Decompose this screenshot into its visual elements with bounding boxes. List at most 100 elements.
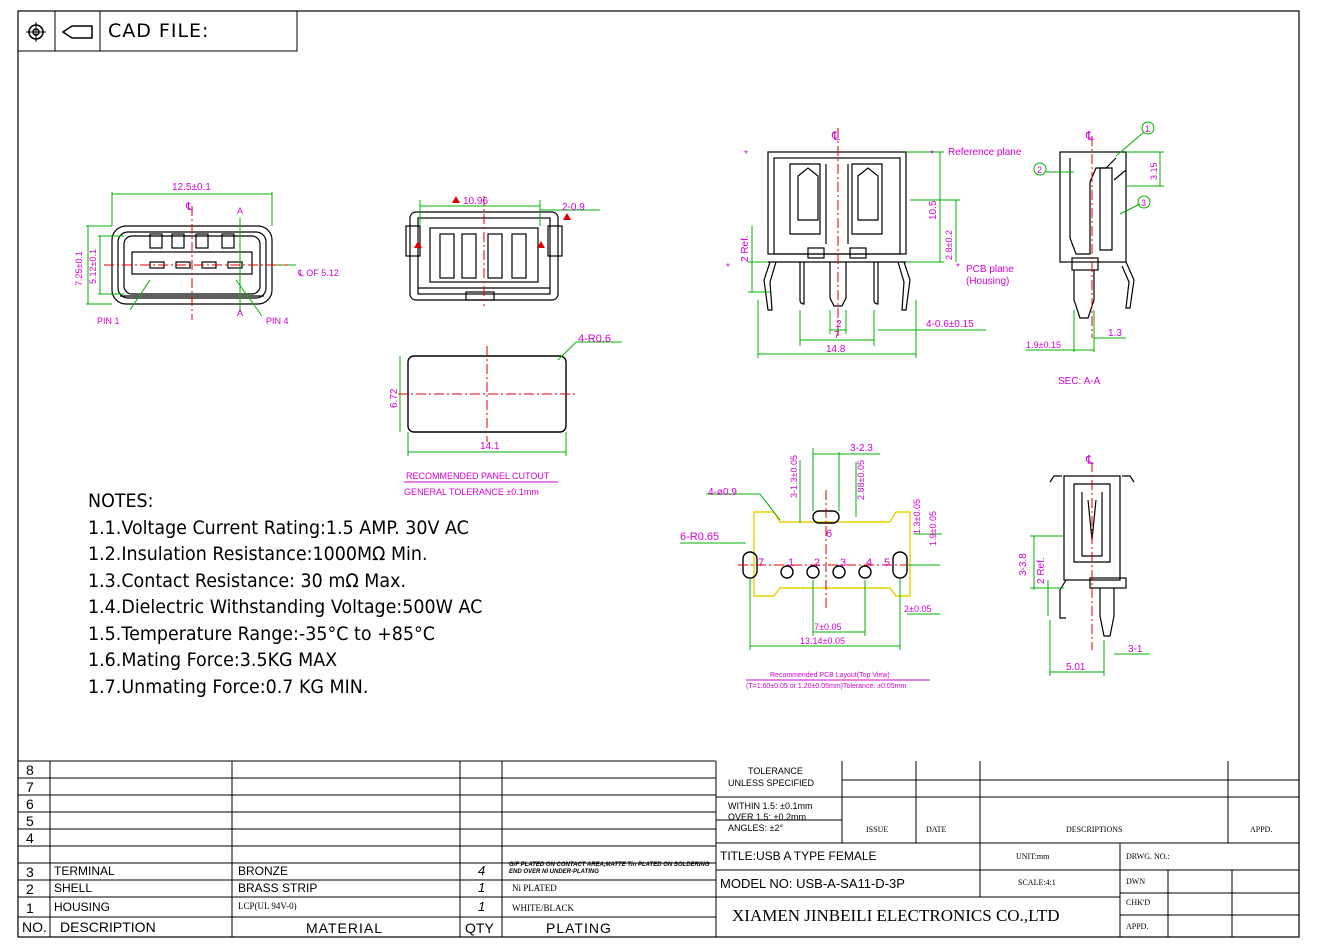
section-a-bottom: A xyxy=(237,308,243,318)
pin-7: 7 xyxy=(758,557,764,569)
notes-title: NOTES: xyxy=(88,490,154,512)
pin-6: 6 xyxy=(826,528,832,540)
note-item: 1.3.Contact Resistance: 30 mΩ Max. xyxy=(88,569,407,592)
bom-qty: 1 xyxy=(478,880,486,895)
pcb-layout xyxy=(680,448,942,650)
dim-side-ref2: 2 Ref. xyxy=(740,235,751,262)
dim-side-2-8: 2.8±0.2 xyxy=(944,230,954,260)
section-a-top: A xyxy=(237,206,243,216)
model-number: MODEL NO: USB-A-SA11-D-3P xyxy=(720,876,905,891)
row-number: 7 xyxy=(26,779,34,795)
drwg-no-label: DRWG. NO.: xyxy=(1126,852,1170,861)
header-material: MATERIAL xyxy=(306,920,383,936)
header-no: NO. xyxy=(22,919,47,935)
dim-rear-5-01: 5.01 xyxy=(1066,662,1086,673)
title-block xyxy=(716,761,1299,937)
callout-circles xyxy=(1033,121,1155,209)
section-cl: ℄ xyxy=(1085,129,1094,143)
tolerance-over: OVER 1.5: ±0.2mm xyxy=(728,812,806,822)
dim-pcb-7: 7±0.05 xyxy=(814,622,841,632)
dim-pcb-1-3: 1.3±0.05 xyxy=(912,499,922,534)
row-number: 6 xyxy=(26,796,34,812)
bom-material: LCP(UL 94V-0) xyxy=(238,901,297,911)
note-item: 1.4.Dielectric Withstanding Voltage:500W… xyxy=(88,596,483,618)
unit-label: UNIT:mm xyxy=(1016,852,1050,861)
appd2-label: APPD. xyxy=(1126,922,1149,931)
projection-symbol-icon xyxy=(26,22,93,42)
row-number: 2 xyxy=(26,881,34,897)
side-cl: ℄ xyxy=(831,129,840,143)
dim-side-7: 7 xyxy=(834,330,840,341)
row-number: 3 xyxy=(26,864,34,880)
side-view xyxy=(763,151,911,311)
tolerance-sub: UNLESS SPECIFIED xyxy=(728,778,815,788)
bom-qty: 4 xyxy=(478,863,486,878)
dim-side-14-8: 14.8 xyxy=(826,344,846,355)
panel-caption: RECOMMENDED PANEL CUTOUT xyxy=(406,471,550,481)
dim-side-pins: 4-0.6±0.15 xyxy=(926,319,974,330)
tolerance-within: WITHIN 1.5: ±0.1mm xyxy=(728,801,813,811)
callout-2: 2 xyxy=(1037,165,1042,175)
dim-pcb-holes: 4-ø0.9 xyxy=(708,487,737,498)
drawing-title: TITLE:USB A TYPE FEMALE xyxy=(720,849,877,863)
appd-label: APPD. xyxy=(1250,825,1273,834)
dim-top-h-inner: 5.12±0.1 xyxy=(88,249,98,284)
note-item: 1.7.Unmating Force:0.7 KG MIN. xyxy=(88,675,369,698)
dim-pcb-3-2-3: 3-2.3 xyxy=(850,443,873,454)
dim-rear-ref2: 2 Ref. xyxy=(1036,557,1047,584)
row-number: 4 xyxy=(26,830,34,846)
dim-panel-width: 14.1 xyxy=(480,441,500,452)
note-item: 1.1.Voltage Current Rating:1.5 AMP. 30V … xyxy=(88,516,469,539)
dim-sec-1-3: 1.3 xyxy=(1108,328,1122,339)
pin4-label: PIN 4 xyxy=(266,316,289,326)
dim-top-width: 12.5±0.1 xyxy=(172,182,211,193)
dim-pcb-1-9: 1.9±0.05 xyxy=(928,511,938,546)
callout-3: 3 xyxy=(1141,198,1146,208)
rear-cl: ℄ xyxy=(1085,453,1094,467)
pin-2: 2 xyxy=(814,557,820,569)
dim-side-10-5: 10.5 xyxy=(928,200,939,220)
svg-text:*: * xyxy=(726,262,730,273)
company-name: XIAMEN JINBEILI ELECTRONICS CO.,LTD xyxy=(732,906,1060,925)
bom-material: BRASS STRIP xyxy=(238,881,318,895)
bom-qty: 1 xyxy=(478,899,486,914)
header-qty: QTY xyxy=(465,920,494,936)
bom-description: TERMINAL xyxy=(54,864,115,878)
descriptions-label: DESCRIPTIONS xyxy=(1066,825,1123,834)
svg-text:*: * xyxy=(930,149,934,160)
note-item: 1.2.Insulation Resistance:1000MΩ Min. xyxy=(88,543,428,565)
pcb-plane-label: PCB plane xyxy=(966,264,1014,275)
tolerance-title: TOLERANCE xyxy=(748,766,803,776)
critical-dim-icon xyxy=(563,213,571,220)
tolerance-angles: ANGLES: ±2° xyxy=(728,823,784,833)
top-cl-label: ℄ xyxy=(185,201,193,213)
dim-front-a: 10.96 xyxy=(463,196,488,207)
notes-block: NOTES: 1.1.Voltage Current Rating:1.5 AM… xyxy=(88,488,482,700)
row-number: 1 xyxy=(26,900,34,916)
dim-pcb-r: 6-R0.65 xyxy=(680,531,719,543)
header-description: DESCRIPTION xyxy=(60,919,156,935)
dim-pcb-2-88: 2.88±0.05 xyxy=(856,460,866,500)
bom-description: SHELL xyxy=(54,881,93,895)
header-plating: PLATING xyxy=(546,920,612,936)
cad-file-box xyxy=(17,10,298,52)
dim-panel-height: 6.72 xyxy=(389,388,400,408)
housing-label: (Housing) xyxy=(966,276,1009,287)
dwn-label: DWN xyxy=(1126,877,1146,886)
issue-label: ISSUE xyxy=(866,825,889,834)
pin-5: 5 xyxy=(884,557,890,569)
note-item: 1.6.Mating Force:3.5KG MAX xyxy=(88,649,338,671)
critical-dim-icon xyxy=(414,241,422,248)
bom-table xyxy=(18,760,717,937)
section-view xyxy=(1059,151,1135,319)
dim-side-2: 2 xyxy=(836,319,842,330)
panel-cutout xyxy=(398,341,622,456)
bom-plating: G/F PLATED ON CONTACT AREA,MATTE Tin PLA… xyxy=(509,862,710,875)
cad-file-label: CAD FILE: xyxy=(108,20,210,42)
pcb-tolerance: (T=1.60±0.05 or 1.20±0.05mm)Tolerance: ±… xyxy=(746,683,907,690)
pin-3: 3 xyxy=(840,557,846,569)
dim-panel-radius: 4-R0.6 xyxy=(578,333,611,345)
dim-sec-3-15: 3.15 xyxy=(1149,162,1159,180)
pcb-caption: Recommended PCB Layout(Top View) xyxy=(770,672,890,679)
